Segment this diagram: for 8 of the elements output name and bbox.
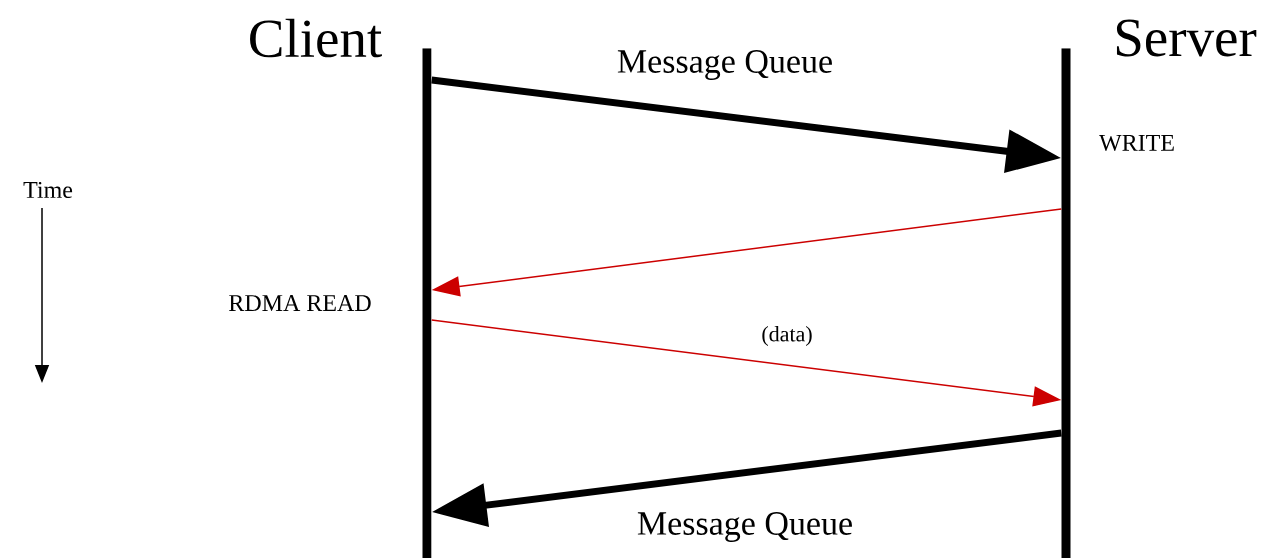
- node-label: Client: [250, 18, 382, 58]
- edge-label: Message Queue: [635, 511, 855, 543]
- west-label: RDMA READ: [229, 295, 371, 311]
- node-label: Server: [1116, 19, 1257, 57]
- axis-label: Time: [23, 181, 73, 199]
- edge-label: Message Queue: [615, 49, 835, 81]
- edge-label: (data): [760, 325, 814, 347]
- east-label: WRITE: [1099, 134, 1174, 152]
